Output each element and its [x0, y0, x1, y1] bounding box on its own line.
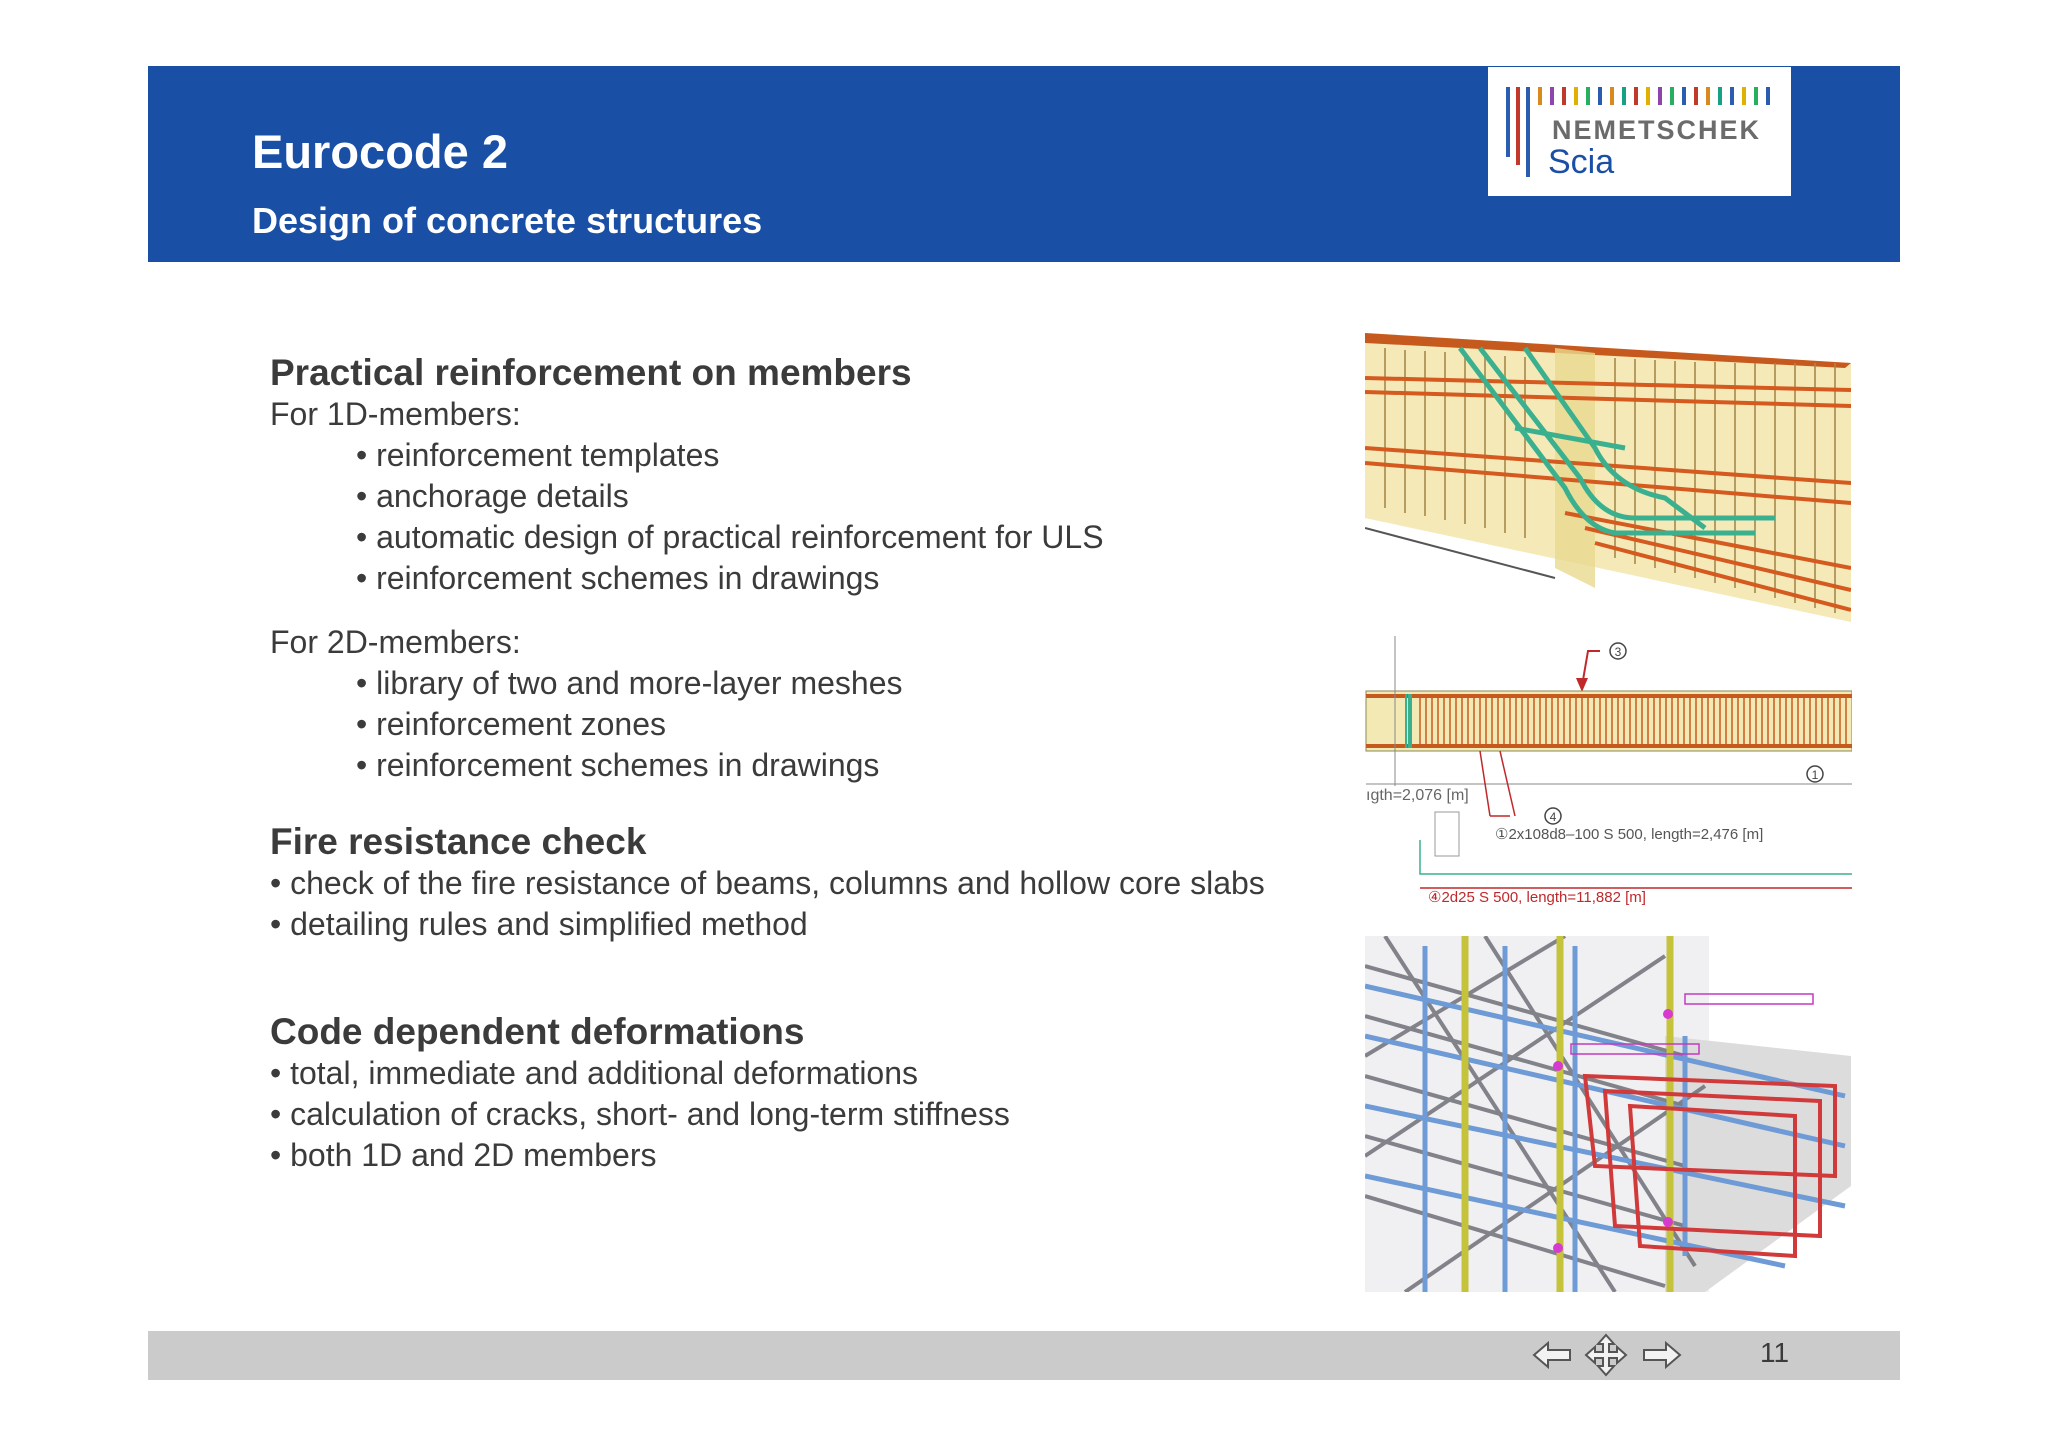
logo-text-nemetschek: NEMETSCHEK: [1552, 115, 1762, 145]
arrow-right-icon[interactable]: [1640, 1333, 1684, 1377]
slab-drawing-image: 3 1 ıgth=2,076 [m] 4 ①2x108d8–100 S 500,…: [1360, 636, 1852, 916]
callout-3-text: 3: [1615, 645, 1622, 659]
callout-1-marker: [1806, 765, 1824, 783]
list-item: • automatic design of practical reinforc…: [356, 519, 1104, 555]
arrow-left-icon[interactable]: [1530, 1333, 1574, 1377]
callout-4-text: 4: [1550, 810, 1557, 824]
callout-3-marker: [1609, 642, 1627, 660]
page-title: Eurocode 2: [252, 125, 508, 178]
list-item: • reinforcement schemes in drawings: [356, 747, 880, 783]
list-item: • reinforcement zones: [356, 706, 667, 742]
heading-deformations: Code dependent deformations: [270, 1011, 805, 1052]
intro-1d-members: For 1D-members:: [270, 396, 521, 432]
logo-text-scia: Scia: [1548, 143, 1615, 181]
logo-stripes-icon: [1506, 87, 1770, 177]
joint-cage-image: [1365, 936, 1851, 1292]
length-label: ıgth=2,076 [m]: [1366, 787, 1469, 804]
page-subtitle: Design of concrete structures: [252, 200, 763, 241]
list-item: • check of the fire resistance of beams,…: [270, 865, 1265, 901]
callout-4-marker: [1544, 807, 1562, 825]
company-logo: NEMETSCHEK Scia: [1488, 67, 1791, 196]
main-content: Practical reinforcement on members For 1…: [270, 352, 1350, 1176]
page-number: 11: [1760, 1337, 1790, 1368]
heading-practical-reinforcement: Practical reinforcement on members: [270, 352, 912, 393]
list-item: • detailing rules and simplified method: [270, 906, 808, 942]
bar-label-4: ④2d25 S 500, length=11,882 [m]: [1428, 889, 1646, 906]
list-item: • reinforcement templates: [356, 437, 720, 473]
move-icon[interactable]: [1584, 1333, 1628, 1377]
list-item: • calculation of cracks, short- and long…: [270, 1096, 1010, 1132]
intro-2d-members: For 2D-members:: [270, 624, 521, 660]
heading-fire-resistance: Fire resistance check: [270, 821, 647, 862]
beam-reinforcement-image: [1365, 328, 1851, 622]
list-item: • reinforcement schemes in drawings: [356, 560, 880, 596]
callout-1-text: 1: [1812, 768, 1819, 782]
header-bar: Eurocode 2 Design of concrete structures: [148, 66, 1900, 262]
list-item: • total, immediate and additional deform…: [270, 1055, 919, 1091]
list-item: • library of two and more-layer meshes: [356, 665, 903, 701]
bar-label-1: ①2x108d8–100 S 500, length=2,476 [m]: [1495, 826, 1763, 843]
list-item: • anchorage details: [356, 478, 629, 514]
list-item: • both 1D and 2D members: [270, 1137, 657, 1173]
footer-bar: [148, 1331, 1900, 1380]
